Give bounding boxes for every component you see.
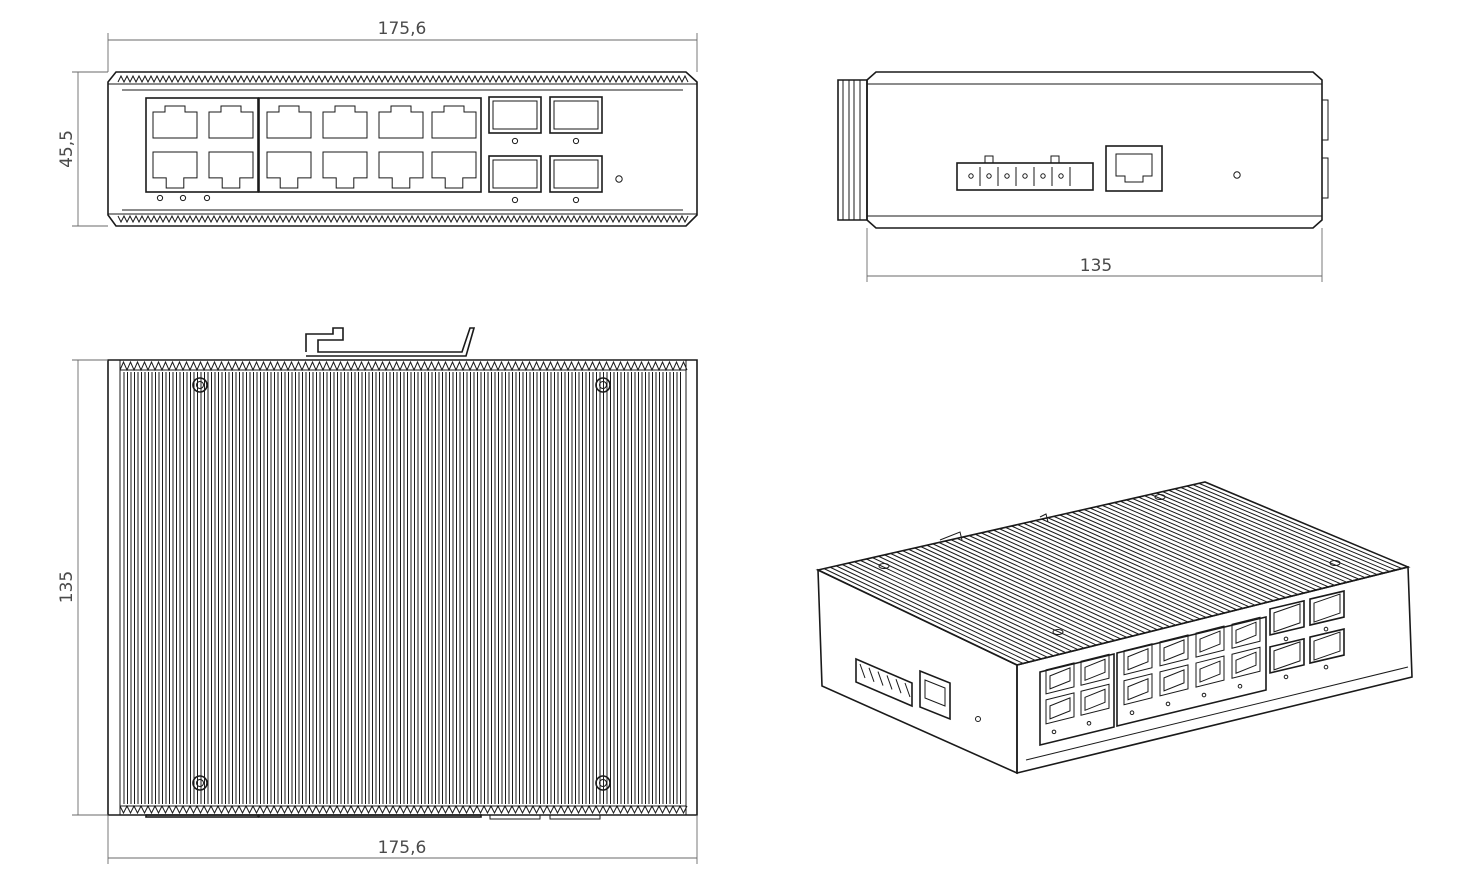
side-din-clip <box>837 79 868 221</box>
iso-console-port <box>919 669 951 721</box>
top-view: 135 175,6 <box>57 327 698 864</box>
top-screw-1 <box>192 377 208 393</box>
front-view: 175,6 45,5 <box>57 19 698 227</box>
front-width-label: 175,6 <box>378 19 427 39</box>
front-width-dimension: 175,6 <box>107 19 698 72</box>
top-screw-3 <box>192 775 208 791</box>
top-screw-4 <box>595 775 611 791</box>
front-sfp-ports <box>488 96 603 204</box>
front-housing <box>107 71 698 227</box>
front-fins-bottom <box>117 214 689 224</box>
side-housing <box>866 71 1323 229</box>
iso-side-led <box>975 716 981 722</box>
side-depth-label: 135 <box>1080 256 1112 276</box>
rj45-group-left <box>145 97 259 193</box>
side-depth-dimension: 135 <box>866 228 1323 282</box>
iso-view <box>815 481 1413 775</box>
top-height-dimension: 135 <box>57 359 108 816</box>
rj45-group-right <box>258 97 482 193</box>
top-din-clip <box>305 327 476 357</box>
front-height-label: 45,5 <box>57 130 77 168</box>
front-led-1 <box>156 194 164 202</box>
front-led-status <box>615 175 623 183</box>
top-housing <box>107 359 698 816</box>
iso-front-face <box>1016 565 1413 775</box>
iso-port-group-left <box>1039 652 1115 747</box>
top-width-label: 175,6 <box>378 838 427 858</box>
iso-terminal-block <box>855 657 913 708</box>
iso-sfp-ports <box>1269 590 1345 680</box>
top-serration <box>119 360 688 815</box>
top-width-dimension: 175,6 <box>107 815 698 864</box>
front-led-3 <box>203 194 211 202</box>
front-fins-top <box>117 74 689 84</box>
iso-fins <box>823 482 1403 664</box>
iso-port-group-right <box>1116 615 1267 728</box>
top-height-label: 135 <box>57 571 77 603</box>
front-rj45-ports <box>152 105 477 189</box>
side-terminal-block <box>956 155 1094 191</box>
side-console-port <box>1105 145 1163 192</box>
iso-rj45-ports <box>1045 616 1261 735</box>
front-led-2 <box>179 194 187 202</box>
top-screw-2 <box>595 377 611 393</box>
side-led <box>1233 171 1241 179</box>
front-height-dimension: 45,5 <box>57 71 108 227</box>
side-view: 135 <box>837 71 1329 282</box>
top-fins <box>123 372 681 804</box>
